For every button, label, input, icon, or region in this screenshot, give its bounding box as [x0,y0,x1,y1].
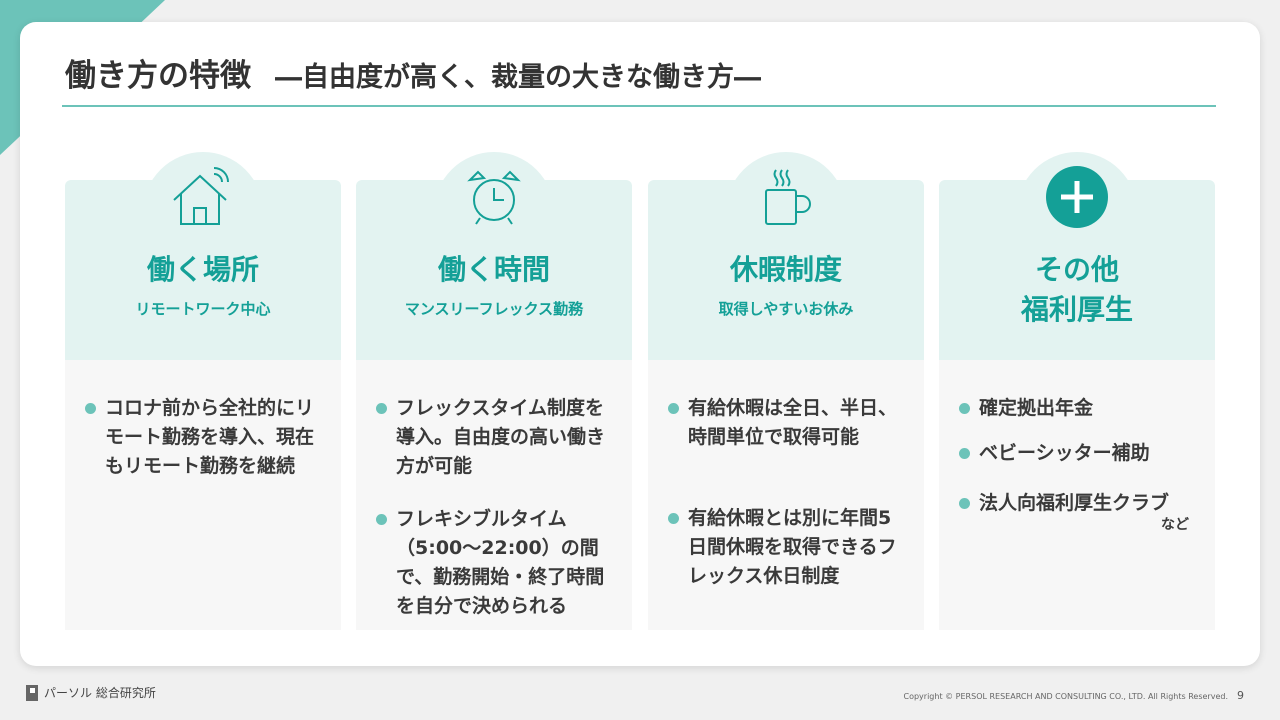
house-wifi-icon [168,162,238,232]
company-logo: パーソル 総合研究所 [26,684,156,701]
bullet-icon [959,498,970,509]
slide-panel: 働き方の特徴 ―自由度が高く、裁量の大きな働き方― 働く場所 リモートワーク中心 … [20,22,1260,666]
list-item: コロナ前から全社的にリモート勤務を導入、現在もリモート勤務を継続 [85,394,321,481]
list-item: 法人向福利厚生クラブ [959,489,1195,518]
plus-circle-icon [1042,162,1112,232]
note-text: など [1161,517,1189,533]
title-divider [62,105,1216,107]
card-work-place: 働く場所 リモートワーク中心 コロナ前から全社的にリモート勤務を導入、現在もリモ… [65,152,341,630]
card-subheading: 取得しやすいお休み [718,300,854,318]
copyright: Copyright © PERSOL RESEARCH AND CONSULTI… [903,692,1229,701]
bullet-icon [959,403,970,414]
bullet-icon [85,403,96,414]
card-heading: 休暇制度 [729,253,842,286]
page-number: 9 [1237,689,1244,702]
card-other-benefits: その他 福利厚生 確定拠出年金 ベビーシッター補助 法人向福利厚生クラブ など [939,152,1215,630]
card-subheading: マンスリーフレックス勤務 [404,300,584,318]
list-item: 有給休暇とは別に年間5日間休暇を取得できるフレックス休日制度 [668,504,904,591]
title-sub: ―自由度が高く、裁量の大きな働き方― [275,62,761,93]
list-item: 確定拠出年金 [959,394,1195,423]
card-heading: 働く場所 [146,253,259,286]
alarm-clock-icon [459,162,529,232]
bullet-icon [376,514,387,525]
list-item: フレキシブルタイム（5:00～22:00）の間で、勤務開始・終了時間を自分で決め… [376,505,612,621]
card-heading: 働く時間 [437,253,550,286]
logo-mark-icon [26,684,38,701]
card-subheading: リモートワーク中心 [135,300,271,318]
list-item: 有給休暇は全日、半日、時間単位で取得可能 [668,394,904,452]
bullet-icon [668,513,679,524]
bullet-icon [668,403,679,414]
title-main: 働き方の特徴 [65,58,251,94]
page-title: 働き方の特徴 ―自由度が高く、裁量の大きな働き方― [65,50,761,95]
list-item: ベビーシッター補助 [959,439,1195,468]
coffee-cup-icon [751,162,821,232]
list-item: フレックスタイム制度を導入。自由度の高い働き方が可能 [376,394,612,481]
bullet-icon [376,403,387,414]
card-heading: その他 福利厚生 [1020,253,1133,326]
card-work-time: 働く時間 マンスリーフレックス勤務 フレックスタイム制度を導入。自由度の高い働き… [356,152,632,630]
card-vacation: 休暇制度 取得しやすいお休み 有給休暇は全日、半日、時間単位で取得可能 有給休暇… [648,152,924,630]
bullet-icon [959,448,970,459]
